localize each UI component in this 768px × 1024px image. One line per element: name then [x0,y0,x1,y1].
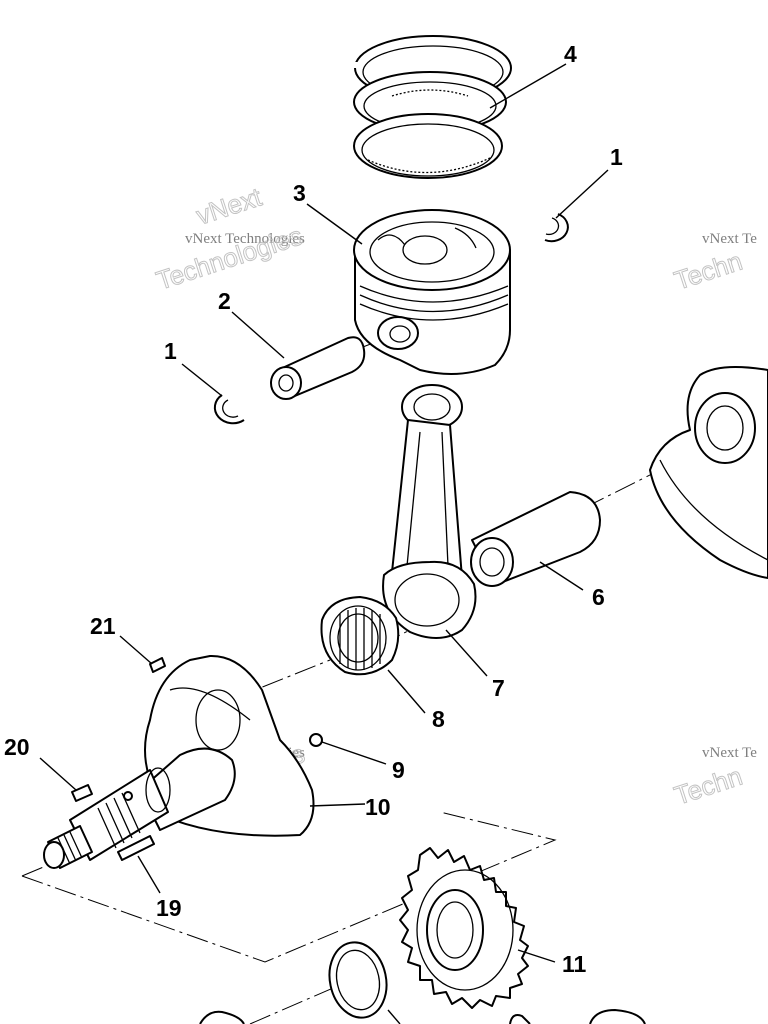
gear [399,847,529,1009]
circlip-lower [213,394,245,425]
key-20 [71,784,93,802]
crankshaft [43,654,315,869]
key-21 [149,657,166,673]
svg-text:Techn: Techn [671,761,746,811]
callout-1-upper: 1 [610,144,623,170]
callout-20: 20 [4,734,30,760]
piston-pin [270,336,366,400]
callout-7: 7 [492,675,505,701]
piston-rings [352,35,512,179]
washer [328,941,388,1019]
watermark-right-top: vNext Te Techn [670,231,757,296]
leader-lines [39,63,609,1024]
svg-text:Techn: Techn [671,246,746,296]
svg-text:vNext Te: vNext Te [702,231,757,247]
callout-labels: 4 1 3 2 1 6 7 8 9 10 11 19 20 21 [4,41,623,977]
callout-6: 6 [592,584,605,610]
crank-web-upper [649,366,768,579]
needle-bearing [320,596,400,676]
callout-1-lower: 1 [164,338,177,364]
callout-3: 3 [293,180,306,206]
callout-19: 19 [156,895,182,921]
callout-2: 2 [218,288,231,314]
callout-4: 4 [564,41,577,67]
callout-11: 11 [562,951,587,977]
piston [353,209,511,375]
svg-text:vNext Technologies: vNext Technologies [185,231,305,247]
pin-19 [117,835,155,861]
connecting-rod [382,384,477,639]
bottom-cropped-parts [199,1009,646,1024]
callout-8: 8 [432,706,445,732]
callout-10: 10 [365,794,391,820]
callout-9: 9 [392,757,405,783]
svg-text:vNext: vNext [193,181,266,230]
assembly-axes [21,324,741,1024]
watermark-right-bottom: vNext Te Techn [670,745,757,811]
ball-9 [309,733,323,747]
watermark-left: vNext vNext Technologies Technologies [152,181,307,296]
svg-text:vNext Te: vNext Te [702,745,757,761]
bearing-sleeve [470,491,601,587]
callout-21: 21 [90,613,116,639]
circlip-upper [544,213,569,243]
